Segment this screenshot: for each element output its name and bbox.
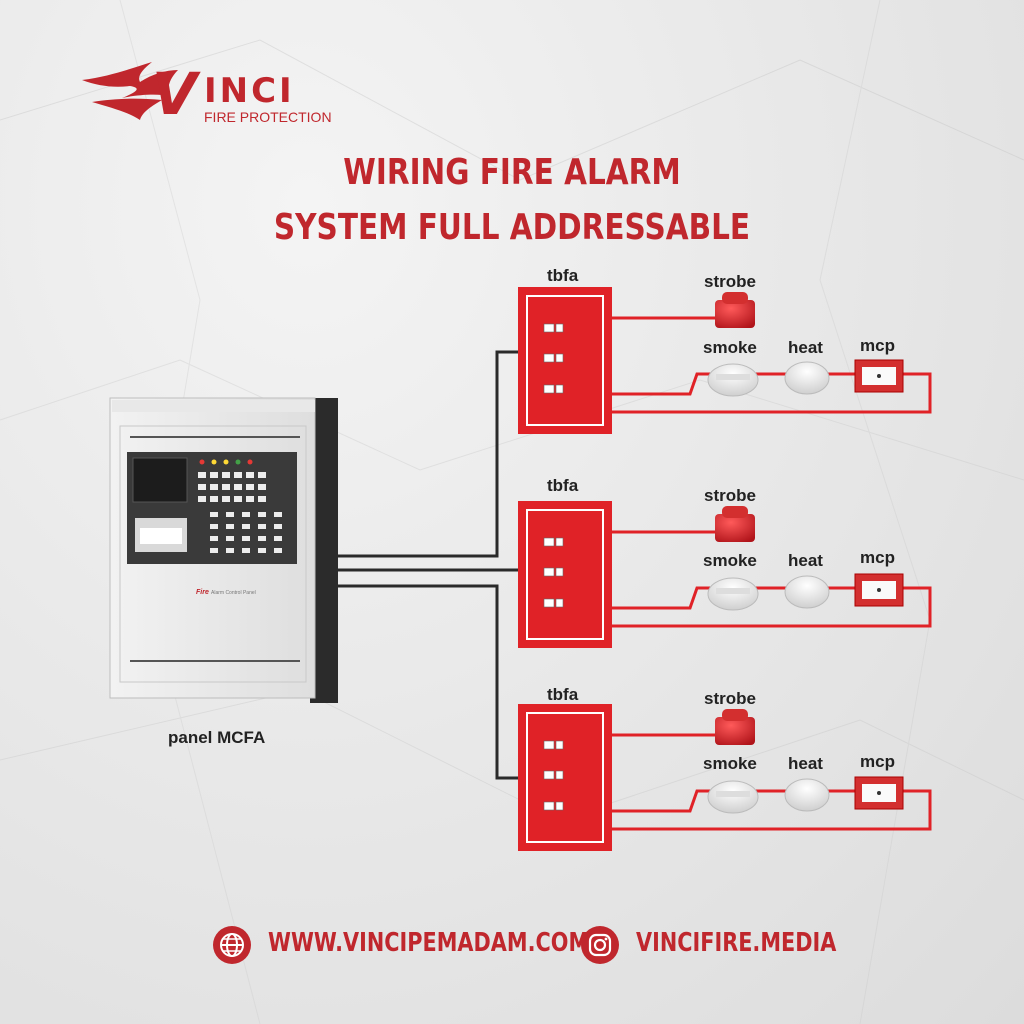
smoke-detector	[707, 363, 759, 397]
loop-1-smoke-label: smoke	[703, 338, 757, 357]
loop-3-module-label: tbfa	[547, 685, 579, 704]
panel-brand-text: Fire	[196, 589, 209, 596]
smoke-detector	[707, 577, 759, 611]
panel-subtitle-text: Alarm Control Panel	[211, 590, 256, 596]
panel-bus-wires	[330, 350, 527, 780]
title-line-2: SYSTEM FULL ADDRESSABLE	[273, 207, 751, 248]
tbfa-module	[518, 287, 612, 434]
loop-2-module-label: tbfa	[547, 476, 579, 495]
heat-detector	[784, 778, 830, 812]
strobe-device	[715, 506, 755, 542]
manual-call-point	[854, 573, 904, 607]
strobe-device	[715, 292, 755, 328]
loop-2-heat-label: heat	[788, 551, 823, 570]
loop-3-heat-label: heat	[788, 754, 823, 773]
heat-detector	[784, 361, 830, 395]
loop-3	[518, 704, 932, 851]
loop-2-strobe-label: strobe	[704, 486, 756, 505]
loop-1-mcp-label: mcp	[860, 336, 895, 355]
loop-1	[518, 287, 932, 434]
svg-text:INCI: INCI	[204, 71, 295, 111]
fire-alarm-control-panel: Fire Alarm Control Panel	[109, 397, 338, 703]
title-line-1: WIRING FIRE ALARM	[343, 152, 681, 193]
flame-icon	[82, 62, 178, 120]
smoke-detector	[707, 780, 759, 814]
tbfa-module	[518, 501, 612, 648]
loop-1-module-label: tbfa	[547, 266, 579, 285]
loop-3-mcp-label: mcp	[860, 752, 895, 771]
tbfa-module	[518, 704, 612, 851]
website-link[interactable]: WWW.VINCIPEMADAM.COM	[268, 928, 590, 958]
loop-red-wires	[612, 316, 932, 414]
loop-2	[518, 501, 932, 648]
logo-mark: V	[152, 60, 201, 128]
instagram-icon	[581, 926, 619, 964]
panel-status-leds	[199, 459, 253, 465]
manual-call-point	[854, 776, 904, 810]
brand-logo: V INCI FIRE PROTECTION	[82, 60, 332, 128]
logo-tagline: FIRE PROTECTION	[204, 109, 332, 125]
panel-label: panel MCFA	[168, 728, 266, 747]
manual-call-point	[854, 359, 904, 393]
loop-3-strobe-label: strobe	[704, 689, 756, 708]
loop-1-heat-label: heat	[788, 338, 823, 357]
globe-icon	[213, 926, 251, 964]
heat-detector	[784, 575, 830, 609]
module-terminals	[543, 537, 564, 608]
strobe-device	[715, 709, 755, 745]
loop-3-smoke-label: smoke	[703, 754, 757, 773]
module-terminals	[543, 740, 564, 811]
module-terminals	[543, 323, 564, 394]
loop-2-smoke-label: smoke	[703, 551, 757, 570]
loop-1-strobe-label: strobe	[704, 272, 756, 291]
loop-2-mcp-label: mcp	[860, 548, 895, 567]
social-handle-link[interactable]: VINCIFIRE.MEDIA	[636, 928, 837, 958]
